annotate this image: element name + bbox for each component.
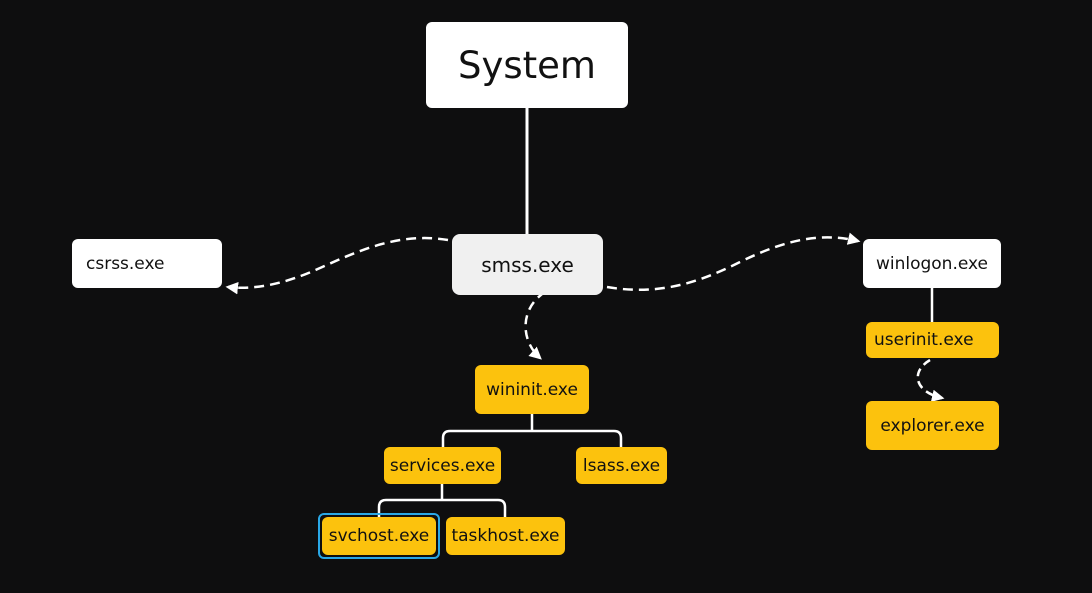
node-lsass[interactable]: lsass.exe [576,447,667,484]
node-services[interactable]: services.exe [384,447,501,484]
node-explorer[interactable]: explorer.exe [866,401,999,450]
node-userinit[interactable]: userinit.exe [866,322,999,358]
node-csrss[interactable]: csrss.exe [72,239,222,288]
node-svchost[interactable]: svchost.exe [322,517,436,555]
node-system[interactable]: System [426,22,628,108]
node-winlogon[interactable]: winlogon.exe [863,239,1001,288]
edge-services-children [377,484,507,517]
node-wininit[interactable]: wininit.exe [475,365,589,414]
edge-userinit-explorer [916,358,945,402]
selection-outline [318,513,440,559]
node-smss[interactable]: smss.exe [452,234,603,295]
edge-smss-csrss [225,236,449,295]
edge-wininit-children [441,414,623,447]
edge-smss-winlogon [606,232,861,291]
node-taskhost[interactable]: taskhost.exe [446,517,565,555]
edge-smss-wininit [524,290,546,360]
